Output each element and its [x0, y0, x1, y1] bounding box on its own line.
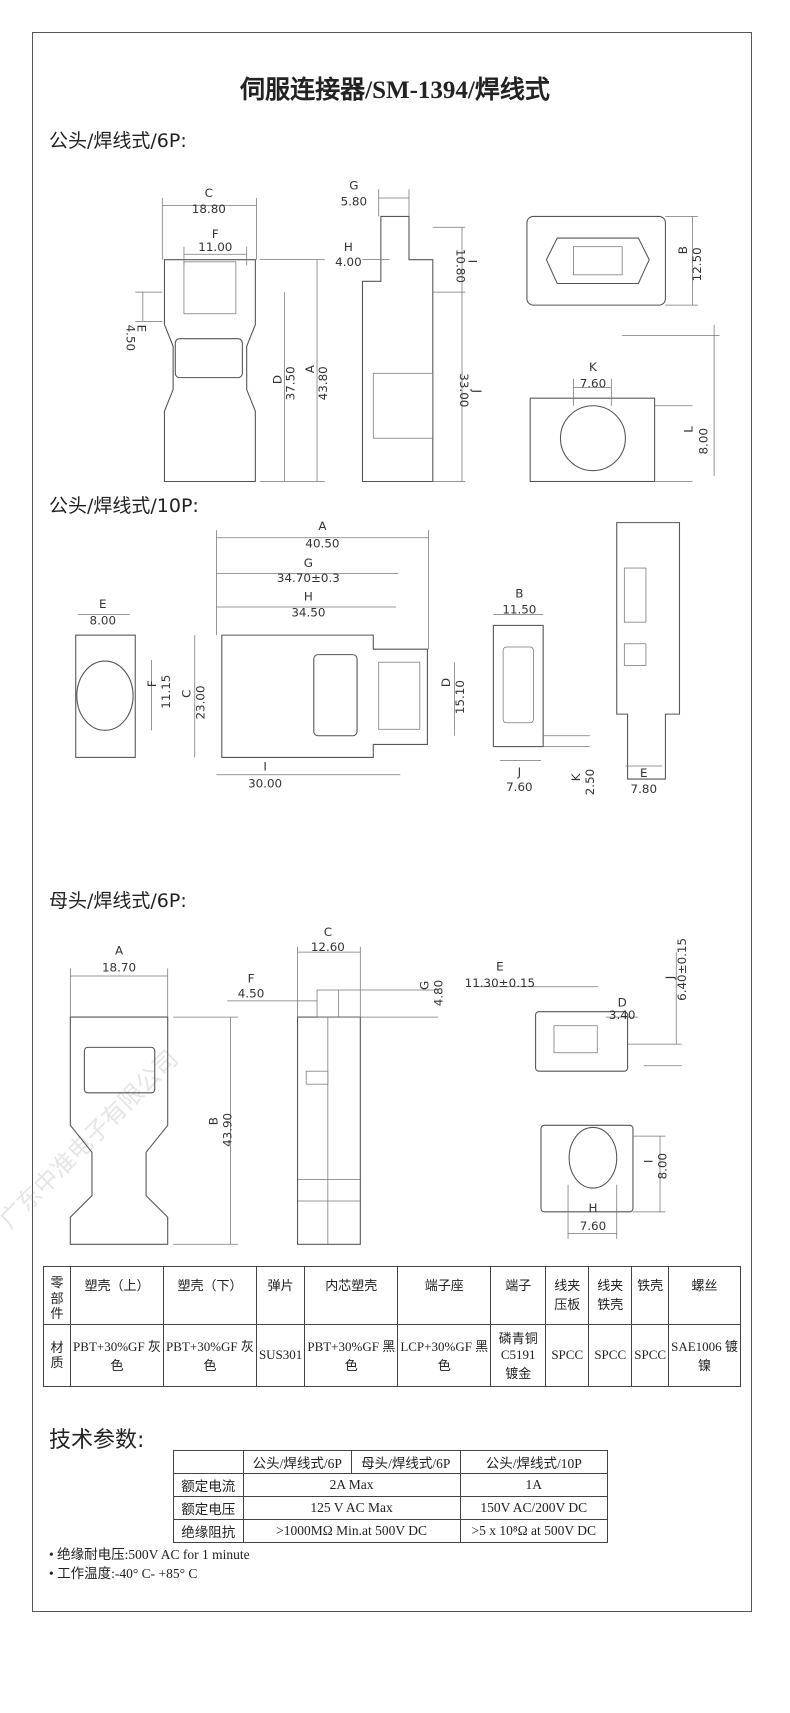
svg-text:15.10: 15.10 — [453, 680, 467, 714]
svg-text:L: L — [681, 426, 695, 433]
tech-params-heading: 技术参数: — [49, 1428, 145, 1453]
svg-text:B: B — [515, 586, 523, 600]
svg-text:33.00: 33.00 — [457, 373, 471, 407]
svg-text:7.80: 7.80 — [631, 782, 657, 796]
svg-text:4.50: 4.50 — [124, 325, 138, 351]
svg-text:7.60: 7.60 — [580, 376, 606, 390]
svg-text:4.50: 4.50 — [238, 987, 264, 1001]
table-row-parts: 零部件 塑壳（上）塑壳（下） 弹片内芯塑壳 端子座端子 线夹压板线夹铁壳 铁壳螺… — [43, 1266, 741, 1325]
svg-text:J: J — [470, 389, 484, 394]
table-row: 绝缘阻抗>1000MΩ Min.at 500V DC>5 x 10⁸Ω at 5… — [173, 1519, 609, 1543]
section-male-10p: 公头/焊线式/10P: — [49, 495, 199, 517]
svg-text:40.50: 40.50 — [305, 536, 339, 550]
svg-text:7.60: 7.60 — [580, 1219, 606, 1233]
svg-text:8.00: 8.00 — [90, 613, 116, 627]
svg-text:J: J — [663, 976, 677, 981]
svg-text:2.50: 2.50 — [583, 769, 597, 795]
svg-text:G: G — [304, 556, 313, 570]
svg-text:F: F — [248, 971, 255, 985]
svg-text:C: C — [205, 186, 213, 200]
svg-text:G: G — [349, 178, 358, 192]
svg-text:A: A — [318, 519, 327, 533]
materials-table: 零部件 塑壳（上）塑壳（下） 弹片内芯塑壳 端子座端子 线夹压板线夹铁壳 铁壳螺… — [43, 1266, 741, 1387]
svg-text:E: E — [99, 597, 107, 611]
svg-text:8.00: 8.00 — [656, 1153, 670, 1179]
svg-text:18.80: 18.80 — [192, 202, 226, 216]
svg-text:5.80: 5.80 — [341, 195, 367, 209]
note-item: • 工作温度:-40° C- +85° C — [49, 1566, 198, 1581]
svg-text:I: I — [641, 1160, 655, 1164]
svg-text:F: F — [212, 227, 219, 241]
svg-text:C: C — [324, 925, 332, 939]
svg-text:11.50: 11.50 — [502, 602, 536, 616]
svg-text:4.00: 4.00 — [335, 255, 361, 269]
svg-text:C: C — [179, 690, 193, 698]
svg-text:H: H — [304, 590, 313, 604]
svg-text:6.40±0.15: 6.40±0.15 — [675, 938, 689, 1001]
section-female-6p: 母头/焊线式/6P: — [49, 890, 187, 912]
svg-text:G: G — [417, 981, 431, 990]
svg-text:H: H — [588, 1201, 597, 1215]
svg-text:11.15: 11.15 — [159, 675, 173, 709]
svg-text:43.80: 43.80 — [316, 366, 330, 400]
svg-text:E: E — [496, 960, 504, 974]
svg-text:D: D — [618, 995, 627, 1009]
svg-text:J: J — [517, 765, 522, 779]
svg-text:23.00: 23.00 — [193, 685, 207, 719]
svg-text:D: D — [270, 375, 284, 384]
svg-text:I: I — [466, 260, 480, 264]
svg-text:K: K — [569, 772, 583, 781]
svg-text:43.90: 43.90 — [221, 1113, 235, 1147]
male-6p-front-view: C 18.80 F11.00 E4.50 D37.50 A43.80 — [124, 186, 330, 483]
svg-text:A: A — [115, 943, 124, 957]
svg-text:34.50: 34.50 — [291, 606, 325, 620]
svg-text:30.00: 30.00 — [248, 777, 282, 791]
svg-text:E: E — [640, 766, 648, 780]
svg-text:8.00: 8.00 — [697, 428, 711, 454]
svg-text:12.60: 12.60 — [311, 940, 345, 954]
svg-text:H: H — [344, 240, 353, 254]
page-frame — [32, 32, 752, 1612]
svg-text:12.50: 12.50 — [690, 247, 704, 281]
svg-text:37.50: 37.50 — [283, 366, 297, 400]
note-item: • 绝缘耐电压:500V AC for 1 minute — [49, 1547, 250, 1562]
svg-text:18.70: 18.70 — [102, 961, 136, 975]
svg-text:B: B — [206, 1117, 220, 1125]
svg-text:7.60: 7.60 — [506, 780, 532, 794]
svg-text:3.40: 3.40 — [609, 1008, 635, 1022]
svg-text:A: A — [303, 364, 317, 373]
svg-text:D: D — [439, 678, 453, 687]
section-male-6p: 公头/焊线式/6P: — [49, 130, 187, 152]
notes: • 绝缘耐电压:500V AC for 1 minute • 工作温度:-40°… — [49, 1545, 250, 1583]
svg-text:34.70±0.3: 34.70±0.3 — [277, 571, 340, 585]
page-title: 伺服连接器/SM-1394/焊线式 — [240, 77, 550, 104]
svg-text:10.80: 10.80 — [454, 249, 468, 283]
svg-text:F: F — [145, 680, 159, 687]
svg-text:I: I — [263, 759, 267, 773]
svg-text:11.00: 11.00 — [198, 240, 232, 254]
svg-text:11.30±0.15: 11.30±0.15 — [465, 976, 535, 990]
svg-text:K: K — [589, 360, 598, 374]
svg-text:B: B — [676, 246, 690, 254]
svg-text:E: E — [134, 325, 148, 333]
male-6p-side-view: G 5.80 H4.00 I10.80 J33.00 — [335, 178, 484, 483]
svg-text:4.80: 4.80 — [432, 980, 446, 1006]
